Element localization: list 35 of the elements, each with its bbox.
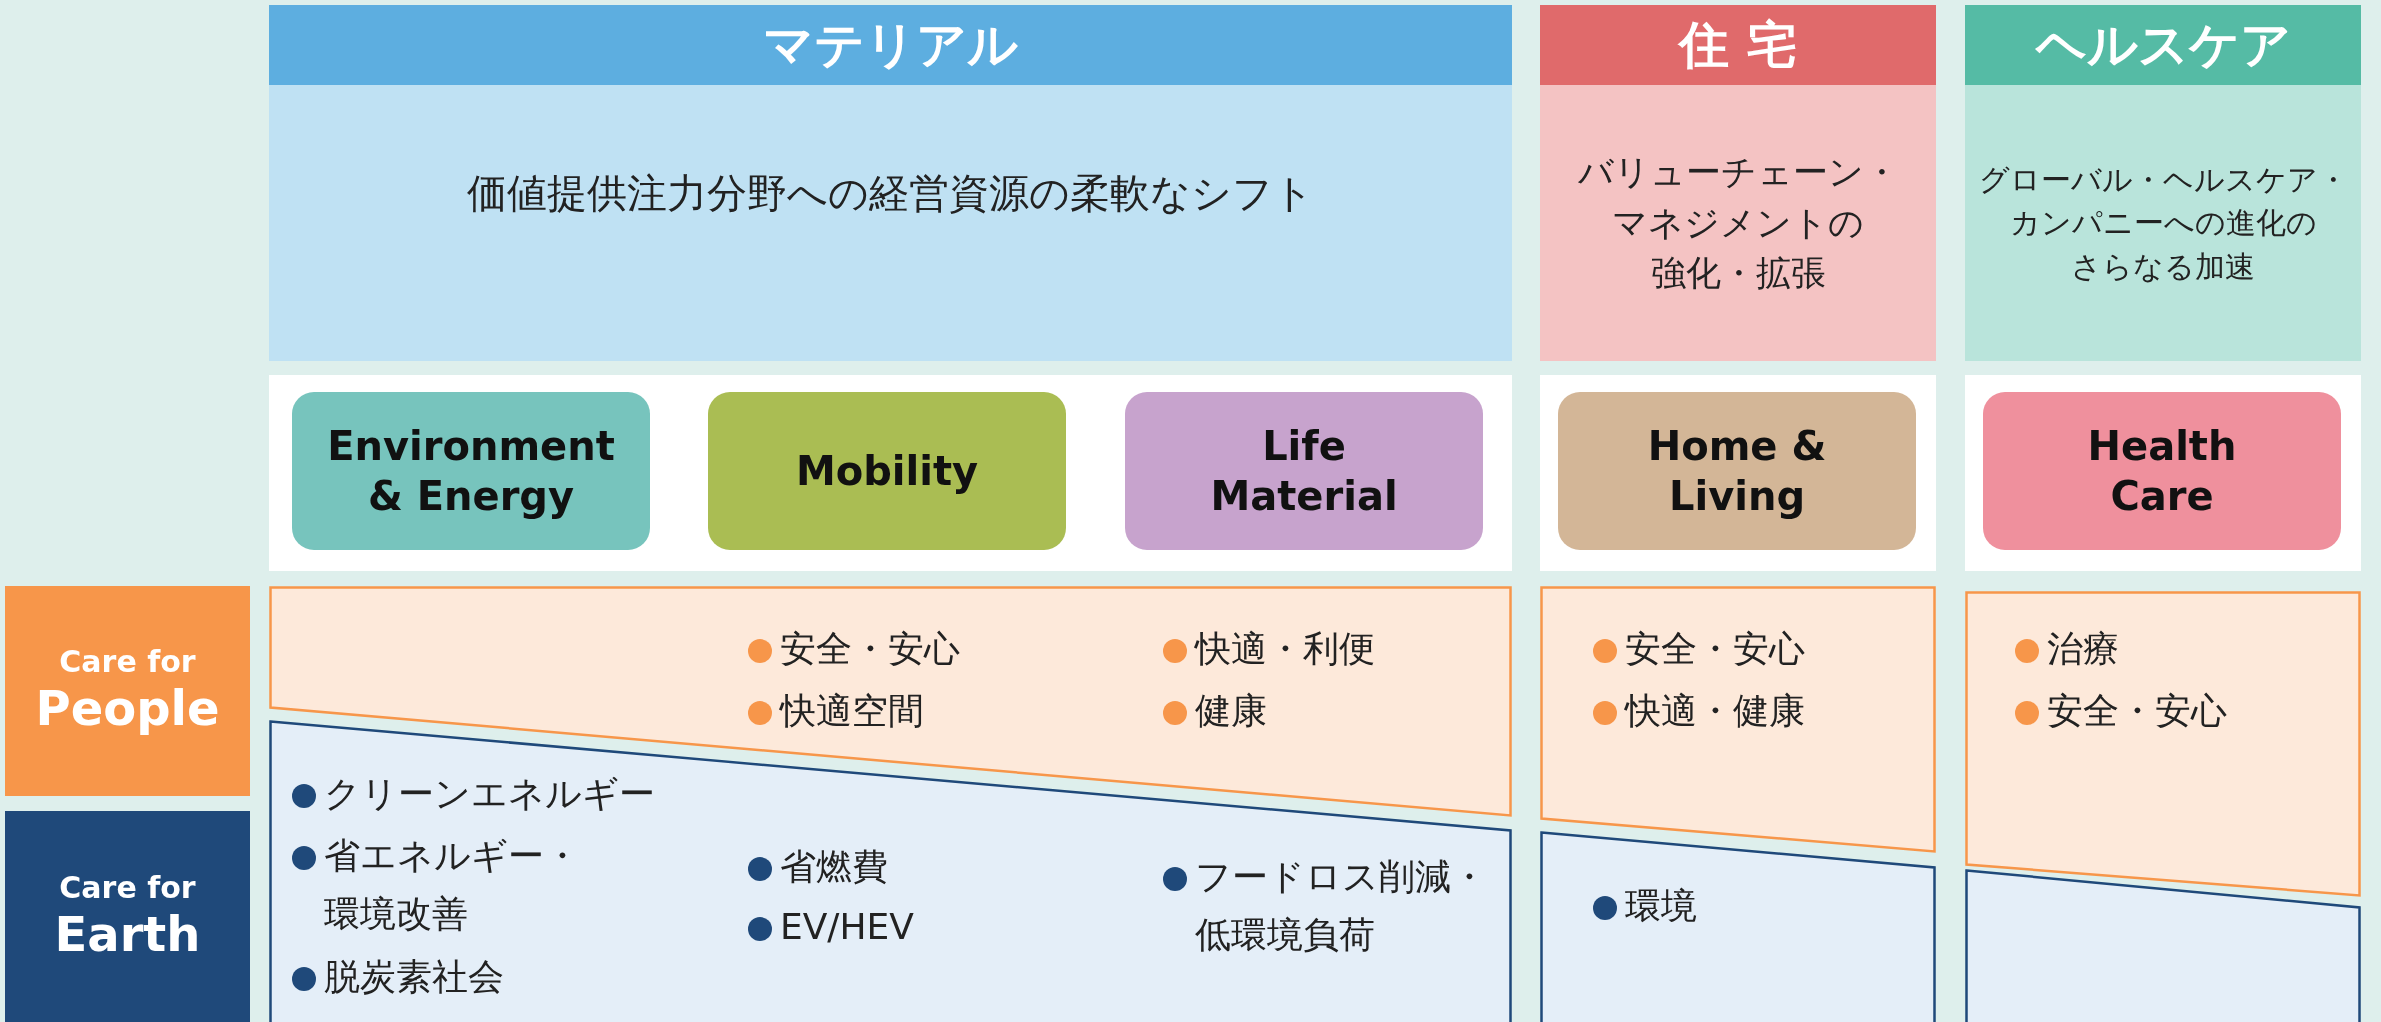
category-title: Earth [54,905,201,964]
segment-tile: Environment & Energy [292,392,650,550]
column-panel [1965,5,2361,361]
bullet-item: 省エネルギー・環境改善 [292,827,580,943]
bullet-item: 安全・安心 [2015,682,2227,740]
segment-tile: Mobility [708,392,1066,550]
body-text: バリューチェーン・マネジメントの強化・拡張 [1577,150,1899,296]
category-subtitle: Care for [59,644,196,681]
column-panel [1540,5,1936,361]
bullet-item: 脱炭素社会 [292,948,504,1006]
column-header: ヘルスケア [1965,5,2361,85]
bullet-item: 安全・安心 [748,620,960,678]
bullet-item: 環境 [1593,877,1697,935]
bullet-item: EV/HEV [748,898,914,956]
bullet-item: 省燃費 [748,838,888,896]
body-text: 価値提供注力分野への経営資源の柔軟なシフト [467,169,1314,218]
category-tab [5,586,250,796]
category-tab [5,811,250,1022]
bullet-item: 安全・安心 [1593,620,1805,678]
column-header: マテリアル [269,5,1512,85]
category-title: People [35,680,220,738]
column-header: 住 宅 [1540,5,1936,85]
bullet-item: 快適・利便 [1163,620,1375,678]
segment-tile: Health Care [1983,392,2341,550]
bullet-item: 治療 [2015,620,2119,678]
body-text: グローバル・ヘルスケア・カンパニーへの進化のさらなる加速 [1978,160,2348,286]
bullet-item: 快適空間 [748,682,924,740]
bullet-item: 健康 [1163,682,1267,740]
segment-tile: Life Material [1125,392,1483,550]
category-subtitle: Care for [59,869,196,906]
bullet-item: フードロス削減・低環境負荷 [1163,848,1487,964]
segment-tile: Home & Living [1558,392,1916,550]
column-panel [269,5,1512,361]
bullet-item: クリーンエネルギー [292,765,655,823]
bullet-item: 快適・健康 [1593,682,1805,740]
